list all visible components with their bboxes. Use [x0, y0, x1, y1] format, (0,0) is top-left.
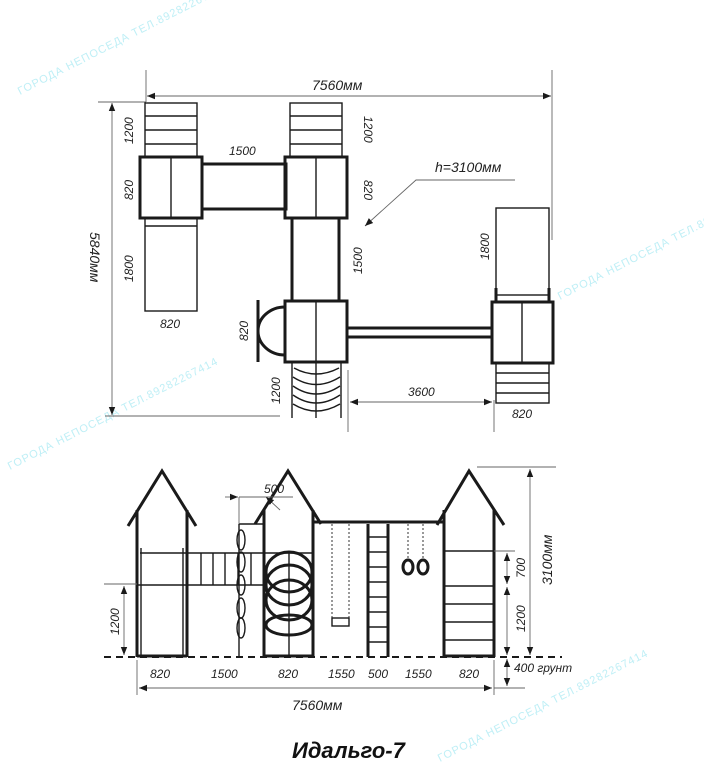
bridge-bc-label: 1500 [351, 247, 365, 274]
gym-ring [401, 558, 415, 576]
dome-label: 820 [237, 321, 251, 341]
watermark: ГОРОДА НЕПОСЕДА ТЕЛ.89282267414 [6, 355, 221, 472]
watermark: ГОРОДА НЕПОСЕДА ТЕЛ.89282267414 [556, 185, 704, 302]
swing-seat [331, 617, 350, 627]
segment-label: 500 [368, 667, 388, 681]
plan-width-label: 7560мм [312, 77, 363, 93]
ground-label: 400 грунт [514, 661, 572, 675]
elevation-width-label: 7560мм [292, 697, 343, 713]
deck-height-label: 1200 [514, 605, 528, 632]
ladder [366, 524, 390, 657]
tower-d-width-label: 820 [512, 407, 532, 421]
segment-label: 820 [150, 667, 170, 681]
segment-label: 820 [278, 667, 298, 681]
gym-ring [416, 558, 430, 576]
tower-b-label: 820 [361, 180, 375, 200]
segment-label: 820 [459, 667, 479, 681]
stairs-a-label: 1200 [122, 117, 136, 144]
watermark: ГОРОДА НЕПОСЕДА ТЕЛ.89282267414 [16, 0, 231, 98]
roof-section-label: 700 [514, 558, 528, 578]
climbing-holds [236, 529, 246, 639]
plan-depth-label: 5840мм [87, 232, 103, 283]
bridge-ab-label: 1500 [229, 144, 256, 158]
stair-height-label: 1200 [108, 608, 122, 635]
segment-label: 1500 [211, 667, 238, 681]
segment-label: 1550 [405, 667, 432, 681]
tube-slide-label: 1200 [269, 377, 283, 404]
stairs-b-label: 1200 [361, 116, 375, 143]
tube-slide-elevation [264, 550, 314, 656]
height-note: h=3100мм [435, 159, 502, 175]
page-title: Идальго-7 [292, 738, 407, 763]
elevation-view: 1200 500 3100мм 700 1200 400 грунт 820 1… [104, 466, 572, 713]
total-height-label: 3100мм [539, 534, 555, 585]
watermarks: ГОРОДА НЕПОСЕДА ТЕЛ.89282267414 ГОРОДА Н… [6, 0, 704, 765]
bridge-cd-label: 3600 [408, 385, 435, 399]
tube-slide [291, 362, 342, 418]
plan-view: 7560мм 5840мм [87, 70, 555, 432]
tower-a-label: 820 [122, 180, 136, 200]
slide-a-width-label: 820 [160, 317, 180, 331]
climb-wall-label: 500 [264, 482, 284, 496]
slide-d-label: 1800 [478, 233, 492, 260]
slide-a-label: 1800 [122, 255, 136, 282]
segment-labels: 820 1500 820 1550 500 1550 820 [150, 667, 479, 681]
segment-label: 1550 [328, 667, 355, 681]
